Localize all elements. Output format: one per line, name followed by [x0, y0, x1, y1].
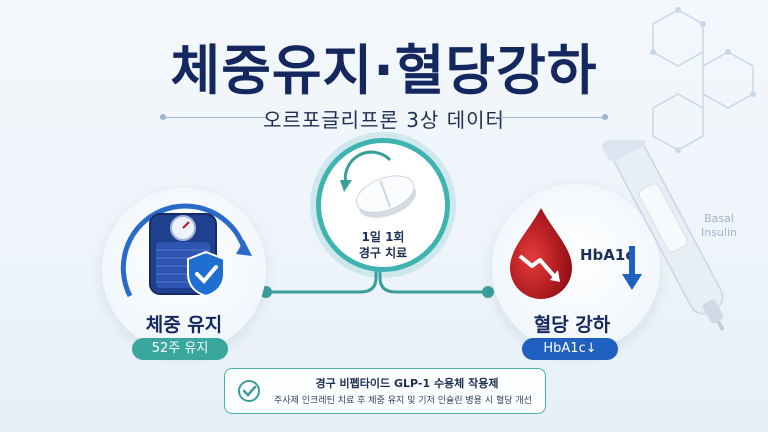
connector-dot-right [482, 286, 494, 298]
subtitle: 오르포글리프론 3상 데이터 [263, 108, 505, 132]
pen-label-line1: Basal [704, 212, 734, 225]
blood-drop-icon [510, 208, 572, 299]
glucose-label: 혈당 강하 [533, 314, 611, 336]
insulin-pen-icon [602, 140, 725, 331]
page-title: 체중유지·혈당강하 [170, 39, 598, 102]
dosing-line2: 경구 치료 [358, 246, 408, 260]
shield-check-icon [187, 250, 225, 298]
down-arrow-icon [622, 246, 642, 290]
divider-left [160, 117, 268, 118]
molecule-background [650, 7, 756, 153]
dosing-line1: 1일 1회 [361, 230, 405, 244]
pill-tablet-icon [340, 150, 417, 218]
glucose-pill: HbA1c↓ [522, 338, 618, 360]
weight-label: 체중 유지 [145, 314, 223, 336]
check-circle-icon [238, 380, 260, 402]
hba1c-side-label: HbA1c [580, 246, 635, 264]
pen-label-line2: Insulin [700, 226, 737, 239]
subtitle-row: 오르포글리프론 3상 데이터 [160, 104, 608, 132]
divider-dot-left [160, 114, 166, 120]
info-subtitle: 주사제 인크레틴 치료 후 체중 유지 및 기저 인슐린 병용 시 혈당 개선 [274, 396, 532, 406]
info-title: 경구 비펩타이드 GLP-1 수용체 작용제 [315, 377, 499, 390]
scale-icon [120, 203, 252, 298]
info-box: 경구 비펩타이드 GLP-1 수용체 작용제 주사제 인크레틴 치료 후 체중 … [224, 368, 546, 414]
divider-dot-right [602, 114, 608, 120]
divider-right [500, 117, 608, 118]
weight-pill: 52주 유지 [132, 338, 228, 360]
